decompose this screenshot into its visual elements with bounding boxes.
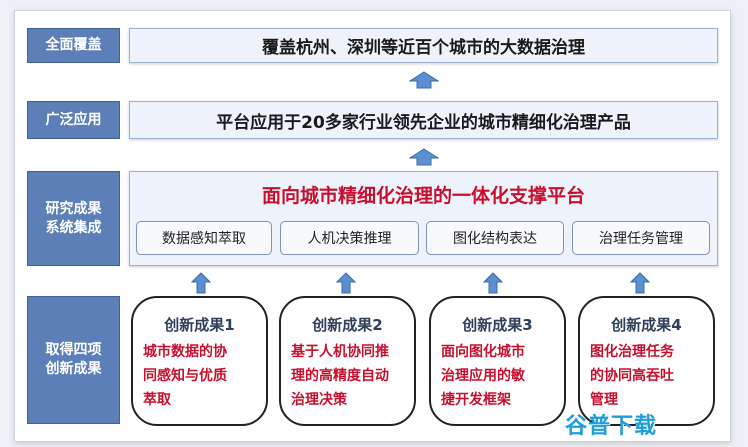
innovation-title: 创新成果4 xyxy=(611,316,682,334)
capability-task-management: 治理任务管理 xyxy=(572,221,710,255)
innovation-card-2: 创新成果2 基于人机协同推 理的高精度自动 治理决策 xyxy=(279,296,416,426)
innovation-title: 创新成果2 xyxy=(312,316,383,334)
watermark-logo: 谷普下载 xyxy=(565,414,658,439)
innovation-description: 基于人机协同推 理的高精度自动 治理决策 xyxy=(291,344,389,408)
up-arrow-icon xyxy=(630,272,650,294)
up-arrow-icon xyxy=(409,71,439,89)
platform-title: 面向城市精细化治理的一体化支撑平台 xyxy=(261,185,585,207)
up-arrow-icon xyxy=(409,148,439,166)
row-label-application: 广泛应用 xyxy=(27,101,120,139)
innovation-card-4: 创新成果4 图化治理任务 的协同高吞吐 管理 xyxy=(578,296,715,426)
innovation-description: 图化治理任务 的协同高吞吐 管理 xyxy=(590,344,674,408)
up-arrow-icon xyxy=(483,272,503,294)
up-arrow-icon xyxy=(191,272,211,294)
innovation-title: 创新成果3 xyxy=(462,316,533,334)
coverage-box: 覆盖杭州、深圳等近百个城市的大数据治理 xyxy=(129,28,718,63)
innovation-title: 创新成果1 xyxy=(164,316,235,334)
innovation-card-1: 创新成果1 城市数据的协 同感知与优质 萃取 xyxy=(131,296,268,426)
up-arrow-icon xyxy=(336,272,356,294)
capability-graph-expression: 图化结构表达 xyxy=(426,221,564,255)
innovation-card-3: 创新成果3 面向图化城市 治理应用的敏 捷开发框架 xyxy=(429,296,566,426)
innovation-description: 面向图化城市 治理应用的敏 捷开发框架 xyxy=(441,344,525,408)
capability-decision-reasoning: 人机决策推理 xyxy=(280,221,419,255)
row-label-innovations: 取得四项 创新成果 xyxy=(27,296,120,424)
innovation-description: 城市数据的协 同感知与优质 萃取 xyxy=(143,344,227,408)
row-label-integration: 研究成果 系统集成 xyxy=(27,171,120,266)
application-box: 平台应用于20多家行业领先企业的城市精细化治理产品 xyxy=(129,101,718,139)
capability-data-sensing: 数据感知萃取 xyxy=(136,221,272,255)
row-label-coverage: 全面覆盖 xyxy=(27,28,120,63)
